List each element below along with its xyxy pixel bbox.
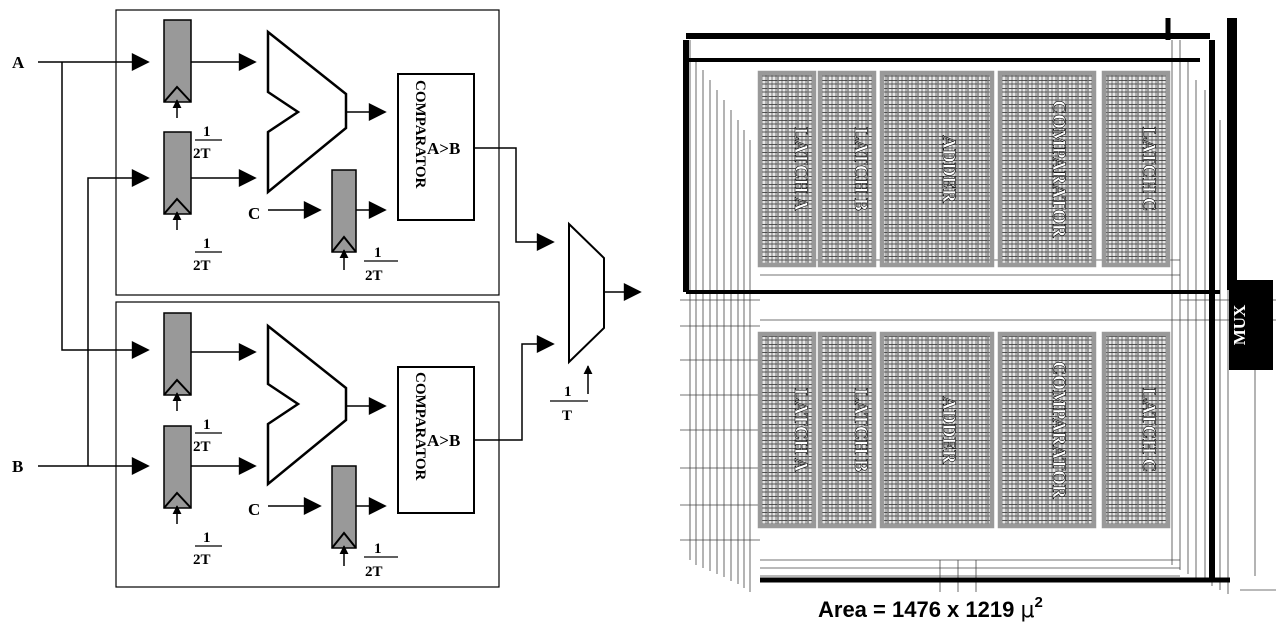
clock-den: 2T xyxy=(193,439,211,455)
layout-label-adder-lower: ADDER xyxy=(938,396,959,464)
latch-c-upper xyxy=(331,169,357,253)
layout-label-latch-a-upper: LATCH A xyxy=(790,127,811,211)
clock-num: 1 xyxy=(203,236,211,252)
layout-label-latch-c-upper: LATCH C xyxy=(1138,127,1159,212)
clock-num: 1 xyxy=(203,530,211,546)
layout-label-comparator-lower: COMPARATOR xyxy=(1048,361,1069,498)
comparator-upper xyxy=(397,73,475,221)
clock-num: 1 xyxy=(203,124,211,140)
layout-label-comparator-upper: COMPARATOR xyxy=(1048,100,1069,237)
clock-num: 1 xyxy=(374,245,382,261)
latch-a-upper xyxy=(163,19,192,103)
clock-den: 2T xyxy=(193,146,211,162)
chip-layout: LATCH A LATCH B ADDER COMPARATOR LATCH C… xyxy=(680,18,1276,623)
layout-mux-label: MUX xyxy=(1230,304,1249,345)
upper-module xyxy=(163,19,555,253)
layout-label-latch-c-lower: LATCH C xyxy=(1138,388,1159,473)
layout-label-latch-b-lower: LATCH B xyxy=(850,388,871,472)
input-c-label-lower: C xyxy=(248,500,260,519)
adder-lower xyxy=(266,323,348,487)
layout-label-adder-upper: ADDER xyxy=(938,135,959,203)
layout-mux-block xyxy=(1229,280,1273,370)
mux-clock-num: 1 xyxy=(564,384,572,400)
latch-a-lower xyxy=(163,312,192,396)
lower-module xyxy=(163,312,555,549)
area-exponent: 2 xyxy=(1034,594,1042,611)
input-a-label: A xyxy=(12,53,25,72)
latch-c-lower xyxy=(331,465,357,549)
clock-den: 2T xyxy=(193,552,211,568)
layout-blocks-lower xyxy=(757,331,1171,529)
comparator-label-upper: COMPARATOR xyxy=(412,80,428,188)
compare-expr-upper: A>B xyxy=(427,139,460,158)
latch-b-lower xyxy=(163,425,192,509)
input-c-label-upper: C xyxy=(248,204,260,223)
output-mux xyxy=(568,221,605,365)
input-b-label: B xyxy=(12,457,23,476)
schematic xyxy=(38,9,642,588)
lower-module-box xyxy=(115,301,500,588)
mux-clock-den: T xyxy=(562,408,572,424)
clock-den: 2T xyxy=(365,268,383,284)
latch-b-upper xyxy=(163,131,192,215)
clock-arrows xyxy=(172,99,593,566)
area-unit: μ xyxy=(1020,598,1034,623)
area-caption: Area = 1476 x 1219 μ2 xyxy=(818,594,1043,623)
compare-expr-lower: A>B xyxy=(427,431,460,450)
clock-den: 2T xyxy=(193,258,211,274)
upper-module-box xyxy=(115,9,500,296)
layout-label-latch-a-lower: LATCH A xyxy=(790,388,811,472)
area-text: Area = 1476 x 1219 xyxy=(818,597,1020,622)
clock-num: 1 xyxy=(203,417,211,433)
clock-den: 2T xyxy=(365,564,383,580)
comparator-label-lower: COMPARATOR xyxy=(412,372,428,480)
layout-blocks-upper xyxy=(757,70,1171,268)
adder-upper xyxy=(266,29,348,195)
clock-num: 1 xyxy=(374,541,382,557)
layout-label-latch-b-upper: LATCH B xyxy=(850,127,871,211)
